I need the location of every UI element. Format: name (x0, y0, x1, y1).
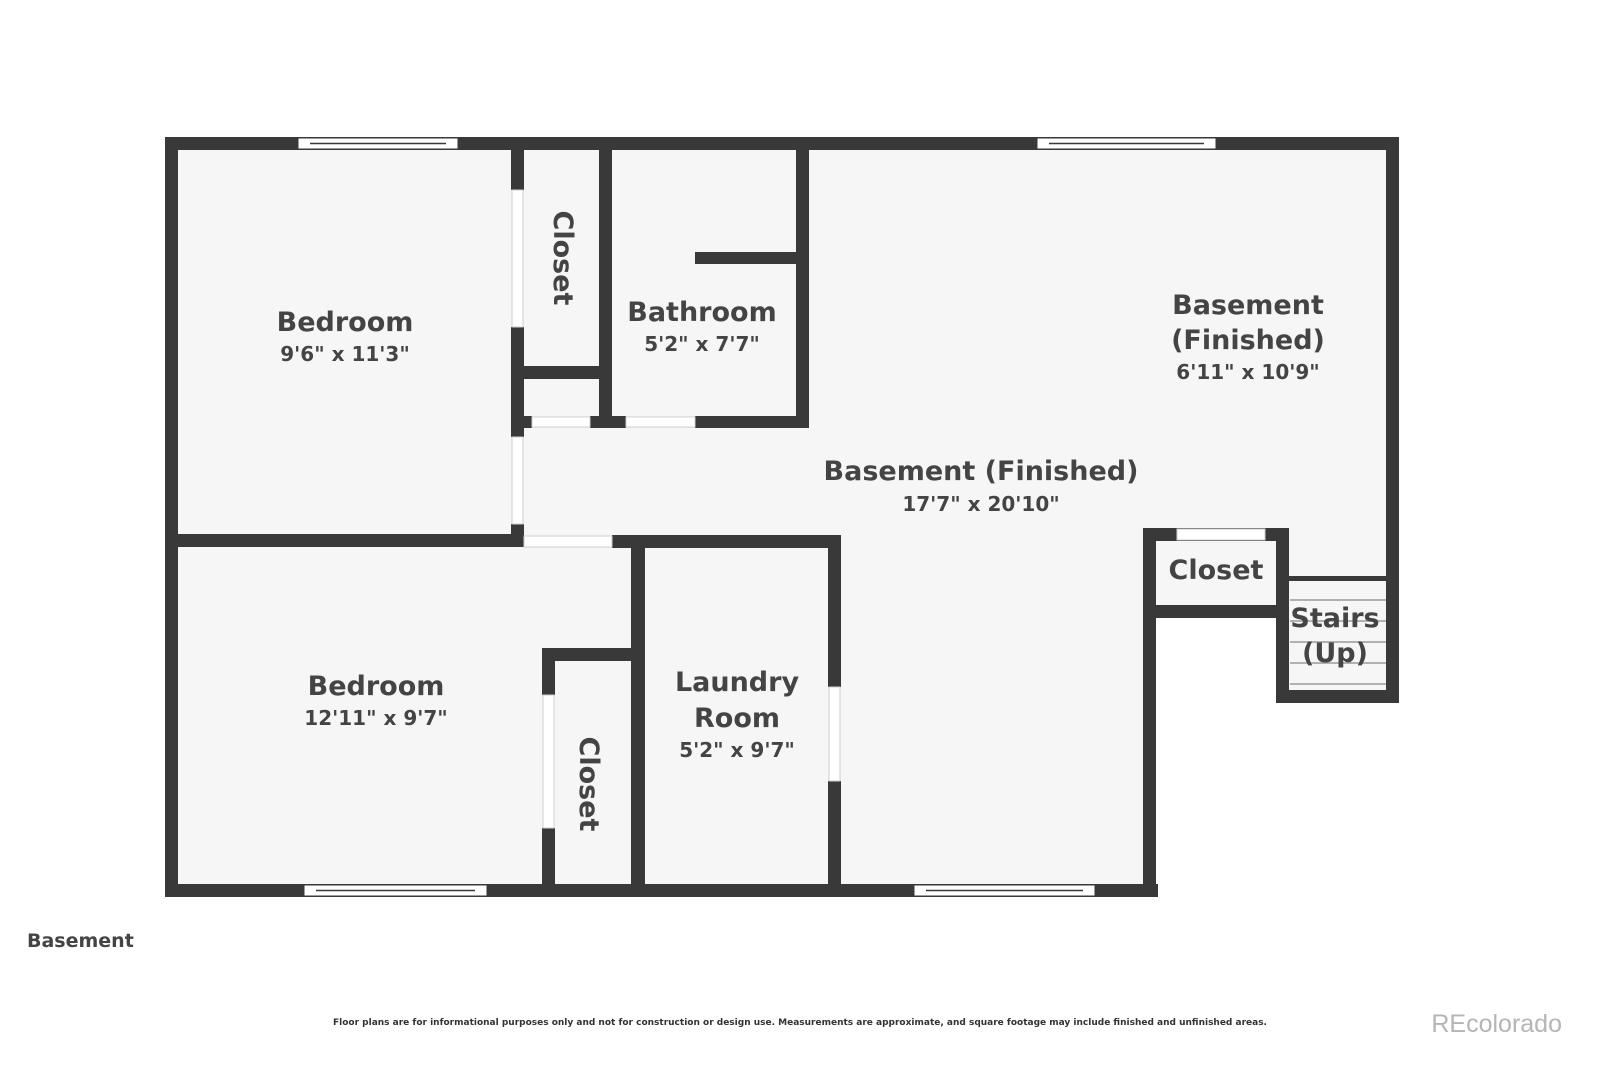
room-closet-2-label: Closet (573, 737, 604, 832)
room-bedroom-2: Bedroom 12'11" x 9'7" (304, 671, 447, 730)
room-dimensions: 5'2" x 7'7" (644, 332, 760, 356)
floor-area (170, 143, 1393, 890)
room-dimensions: 9'6" x 11'3" (280, 342, 410, 366)
room-name-line2: (Finished) (1171, 325, 1325, 356)
windows (297, 137, 1217, 897)
brand-watermark: REcolorado (1431, 1010, 1562, 1038)
room-name-line1: Stairs (1290, 603, 1379, 634)
room-bedroom-1: Bedroom 9'6" x 11'3" (277, 307, 414, 366)
door-openings (511, 189, 1266, 829)
room-name: Basement (Finished) (824, 456, 1139, 487)
room-name: Bedroom (277, 307, 414, 338)
room-dimensions: 6'11" x 10'9" (1176, 360, 1319, 384)
room-closet-1-label: Closet (547, 211, 578, 306)
room-basement-finished-2: Basement (Finished) 17'7" x 20'10" (824, 456, 1139, 516)
room-laundry: Laundry Room 5'2" x 9'7" (675, 667, 800, 762)
room-dimensions: 12'11" x 9'7" (304, 706, 447, 730)
floor-label: Basement (27, 930, 134, 952)
room-closet-3-label: Closet (1169, 555, 1264, 586)
room-stairs: Stairs (Up) (1290, 603, 1379, 669)
room-name-line2: (Up) (1302, 638, 1368, 669)
room-dimensions: 17'7" x 20'10" (902, 492, 1059, 516)
room-name: Bathroom (627, 297, 776, 328)
room-dimensions: 5'2" x 9'7" (679, 738, 795, 762)
room-basement-finished-1: Basement (Finished) 6'11" x 10'9" (1171, 290, 1325, 384)
room-bathroom: Bathroom 5'2" x 7'7" (627, 297, 776, 356)
room-name: Bedroom (308, 671, 445, 702)
room-name-line1: Basement (1172, 290, 1324, 321)
disclaimer-text: Floor plans are for informational purpos… (333, 1018, 1267, 1028)
stair-treads (1290, 599, 1386, 685)
room-name-line1: Laundry (675, 667, 800, 698)
room-name-line2: Room (694, 703, 780, 734)
